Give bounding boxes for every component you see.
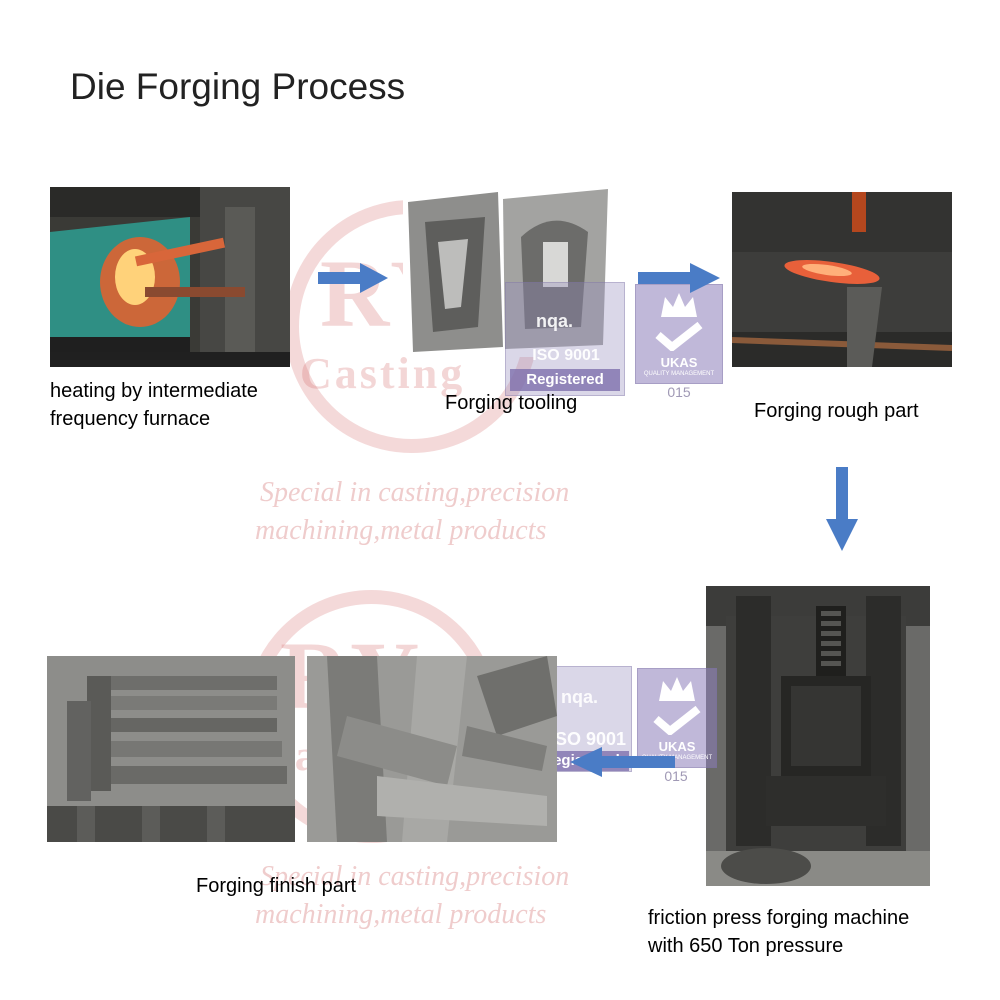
checkmark-icon [653, 705, 701, 735]
tooling-illustration [403, 187, 611, 357]
flow-arrow-right-1 [318, 263, 388, 293]
ukas-sub-label: QUALITY MANAGEMENT [641, 755, 713, 761]
watermark-slogan-bottom: Special in casting,precision machining,m… [255, 858, 569, 934]
photo-finish-part-1 [47, 656, 295, 842]
flow-arrow-right-2 [638, 263, 720, 293]
checkmark-icon [655, 321, 703, 351]
photo-furnace [50, 187, 290, 367]
arrow-right-icon [318, 263, 388, 293]
crown-icon [661, 293, 697, 317]
step-label-friction-press: friction press forging machine with 650 … [648, 904, 909, 960]
slogan-line: Special in casting,precision [260, 861, 570, 892]
label-line: heating by intermediate [50, 380, 258, 402]
step-label-tooling: Forging tooling [445, 389, 577, 417]
label-line: Forging tooling [445, 392, 578, 414]
ukas-sub-label: QUALITY MANAGEMENT [643, 371, 715, 377]
ukas-label: UKAS [660, 355, 698, 370]
slogan-line: Special in casting,precision [260, 477, 570, 508]
finish-part-closeup-illustration [307, 656, 557, 842]
photo-friction-press [706, 586, 930, 886]
flow-arrow-left [570, 747, 675, 777]
crown-icon [659, 677, 695, 701]
page-title: Die Forging Process [70, 66, 406, 107]
label-line: with 650 Ton pressure [648, 935, 844, 957]
ukas-label: UKAS [658, 739, 696, 754]
watermark-word: Casting [300, 349, 466, 398]
label-line: Forging finish part [196, 875, 357, 897]
nqa-logo: nqa. [536, 311, 574, 331]
iso-label: ISO 9001 [532, 347, 600, 364]
slogan-line: machining,metal products [255, 899, 547, 930]
rough-part-illustration [732, 192, 952, 367]
finish-part-illustration [47, 656, 295, 842]
arrow-down-icon [826, 467, 858, 551]
nqa-logo: nqa. [561, 687, 599, 707]
label-line: frequency furnace [50, 408, 211, 430]
cert-number: 015 [664, 768, 688, 784]
arrow-right-icon [638, 263, 720, 293]
slogan-line: machining,metal products [255, 515, 547, 546]
step-label-heating: heating by intermediate frequency furnac… [50, 377, 258, 433]
nqa-badge: nqa. ISO 9001 Registered [505, 282, 625, 396]
photo-finish-part-2 [307, 656, 557, 842]
iso-label: ISO 9001 [549, 729, 627, 749]
step-label-rough-part: Forging rough part [754, 397, 919, 425]
ukas-badge: UKAS QUALITY MANAGEMENT [635, 284, 723, 384]
photo-forging-rough-part [732, 192, 952, 367]
label-line: Forging rough part [754, 400, 919, 422]
press-illustration [706, 586, 930, 886]
arrow-left-icon [570, 747, 675, 777]
furnace-illustration [50, 187, 290, 367]
flow-arrow-down [826, 467, 858, 551]
photo-forging-tooling [403, 187, 611, 357]
certification-badge-top: nqa. ISO 9001 Registered UKAS QUALITY MA… [505, 272, 725, 402]
label-line: friction press forging machine [648, 907, 910, 929]
watermark-slogan-top: Special in casting,precision machining,m… [255, 474, 569, 550]
step-label-finish-part: Forging finish part [196, 872, 356, 900]
cert-number: 015 [667, 384, 691, 400]
ukas-badge: UKAS QUALITY MANAGEMENT [637, 668, 717, 768]
registered-label: Registered [510, 369, 620, 391]
